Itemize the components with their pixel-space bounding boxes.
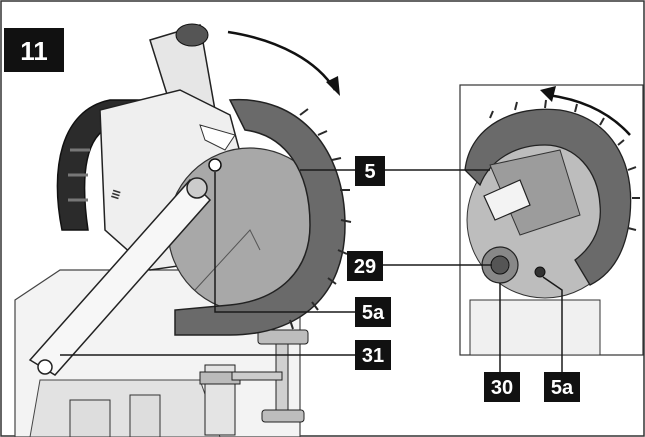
callout-5a-main: 5a: [355, 297, 391, 327]
svg-text:11: 11: [20, 36, 48, 66]
callout-5a-inset: 5a: [544, 372, 580, 402]
svg-text:III: III: [109, 188, 123, 200]
guard-screw-main: [208, 158, 222, 172]
svg-text:5: 5: [364, 161, 375, 183]
callout-31: 31: [355, 340, 391, 370]
inset-view: [459, 84, 644, 356]
svg-text:29: 29: [354, 256, 376, 278]
svg-text:5a: 5a: [551, 377, 574, 399]
leader-lines: [60, 169, 563, 372]
arm-cap: [175, 23, 209, 47]
rotation-arrow-inset: [547, 93, 631, 136]
svg-text:5a: 5a: [362, 302, 385, 324]
inset-blade-guard: [464, 108, 632, 286]
svg-text:30: 30: [491, 377, 513, 399]
link-pivot: [186, 177, 208, 199]
callout-29: 29: [347, 251, 383, 281]
clamp: [199, 329, 309, 436]
figure-number-label: 11: [4, 28, 64, 72]
callout-5: 5: [355, 156, 385, 186]
blade-guard: [174, 99, 346, 336]
callout-30: 30: [484, 372, 520, 402]
svg-text:31: 31: [362, 345, 384, 367]
guard-screw-inset: [534, 266, 546, 278]
